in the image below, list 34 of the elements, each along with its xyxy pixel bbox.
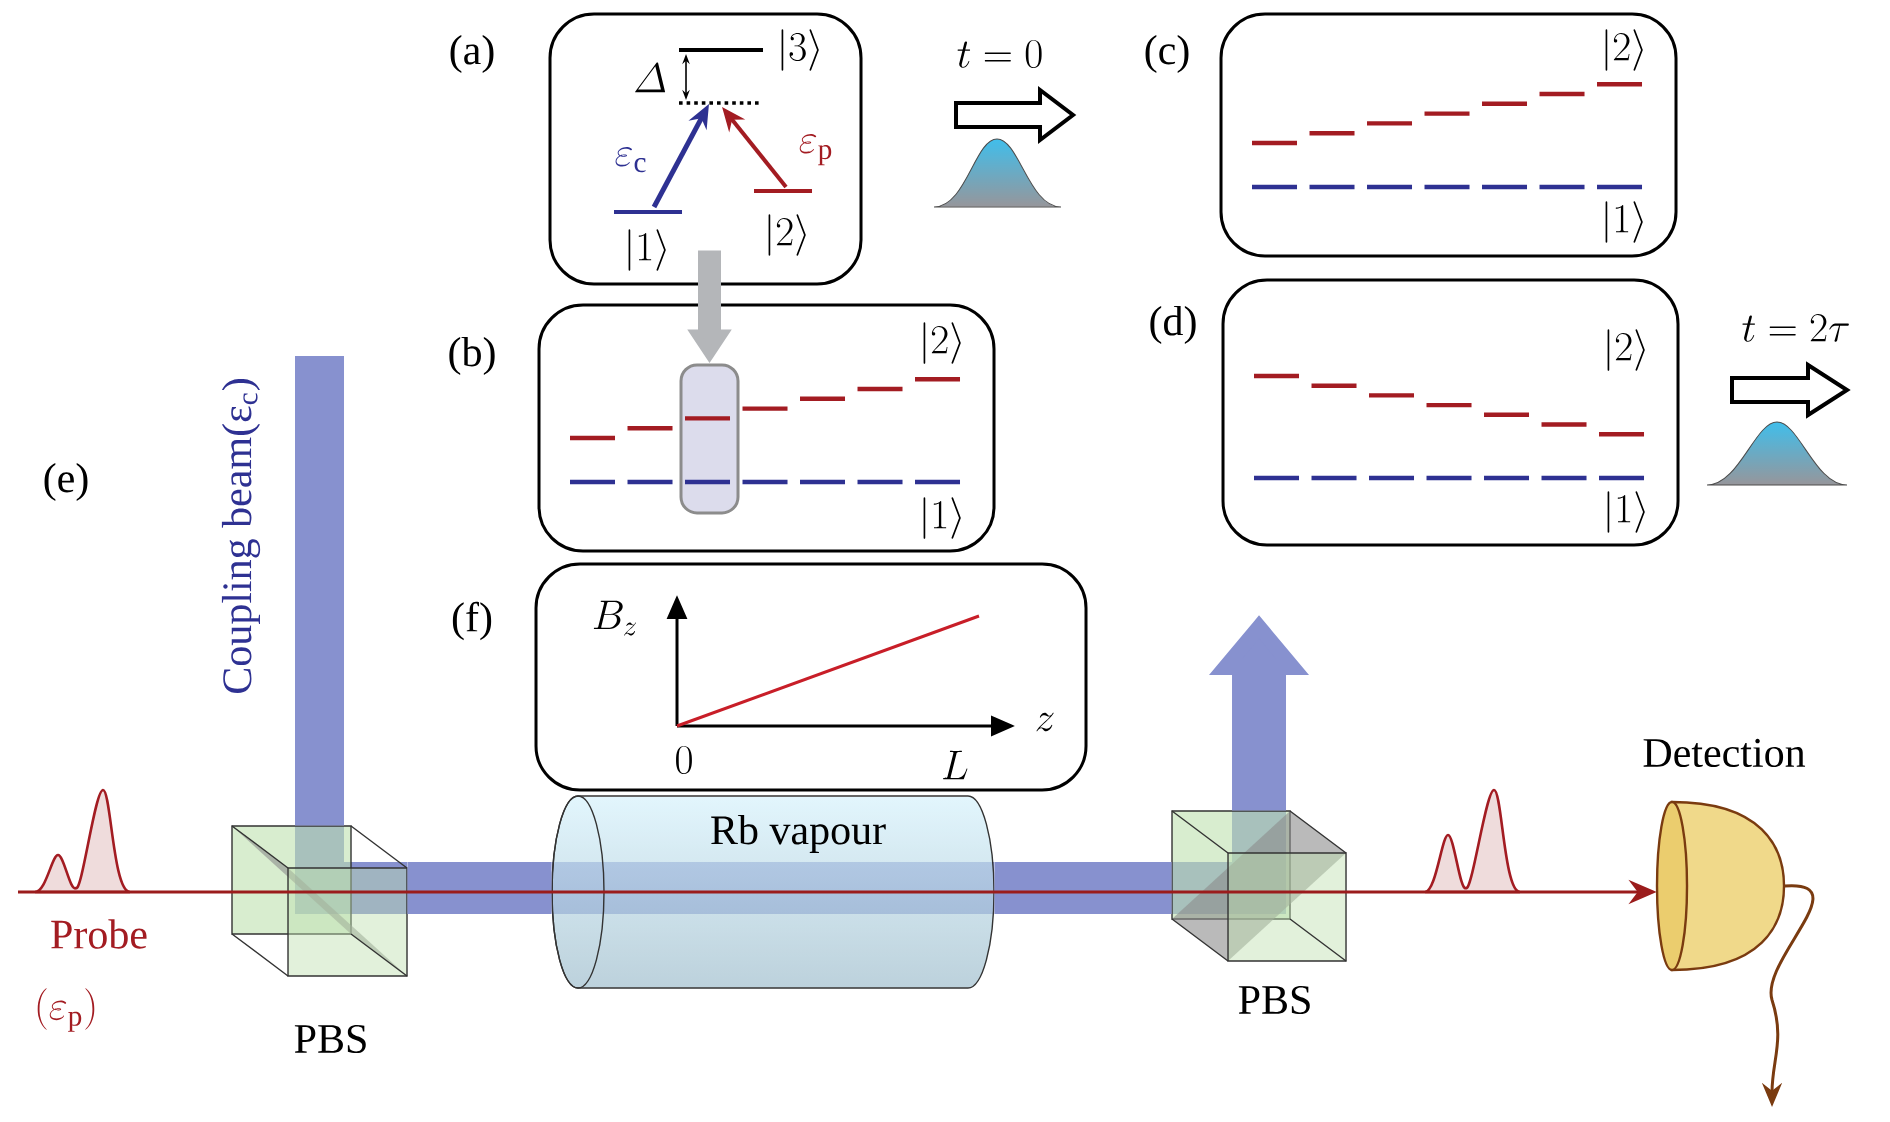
tick-label: $L$ [943, 750, 968, 780]
beam-label: Coupling beam(ε$_{c}$) [221, 379, 261, 693]
panel-label: (a) [450, 34, 494, 74]
detuning-symbol: $\varDelta$ [635, 62, 666, 93]
tick-label: $0$ [676, 745, 692, 774]
component-label: PBS [294, 1024, 366, 1054]
field-symbol: $\varepsilon_{\mathrm{p}}$ [799, 133, 832, 166]
time-label: $t=0$ [957, 39, 1042, 68]
laser-beam [407, 862, 552, 914]
field-symbol: $\varepsilon_{\mathrm{c}}$ [615, 146, 646, 173]
panel-label: (b) [449, 336, 495, 376]
panel-label: (c) [1145, 34, 1189, 74]
axis-label: $z$ [1036, 712, 1054, 732]
ket-label: $|2\rangle$ [1605, 29, 1643, 71]
beam-label: Probe [51, 919, 147, 949]
beam-label: $(\varepsilon_{\mathrm{p}})$ [37, 988, 95, 1032]
component-label: Rb vapour [711, 814, 886, 854]
ket-label: $|1\rangle$ [1605, 201, 1643, 243]
ket-label: $|1\rangle$ [628, 229, 666, 271]
laser-beam [994, 862, 1172, 914]
panel-label: (e) [44, 462, 88, 502]
ket-label: $|3\rangle$ [781, 29, 819, 71]
ket-label: $|1\rangle$ [1607, 491, 1645, 533]
panel-label: (f) [452, 601, 492, 641]
time-label: $t=2\tau$ [1742, 313, 1849, 342]
highlight-box [679, 363, 740, 515]
component-label: PBS [1238, 985, 1310, 1015]
ket-label: $|1\rangle$ [923, 497, 961, 539]
axis-label: $B_z$ [593, 600, 636, 636]
ket-label: $|2\rangle$ [768, 214, 806, 256]
panel-label: (d) [1150, 305, 1196, 345]
component-label: Detection [1643, 738, 1806, 768]
ket-label: $|2\rangle$ [923, 322, 961, 364]
ket-label: $|2\rangle$ [1607, 329, 1645, 371]
